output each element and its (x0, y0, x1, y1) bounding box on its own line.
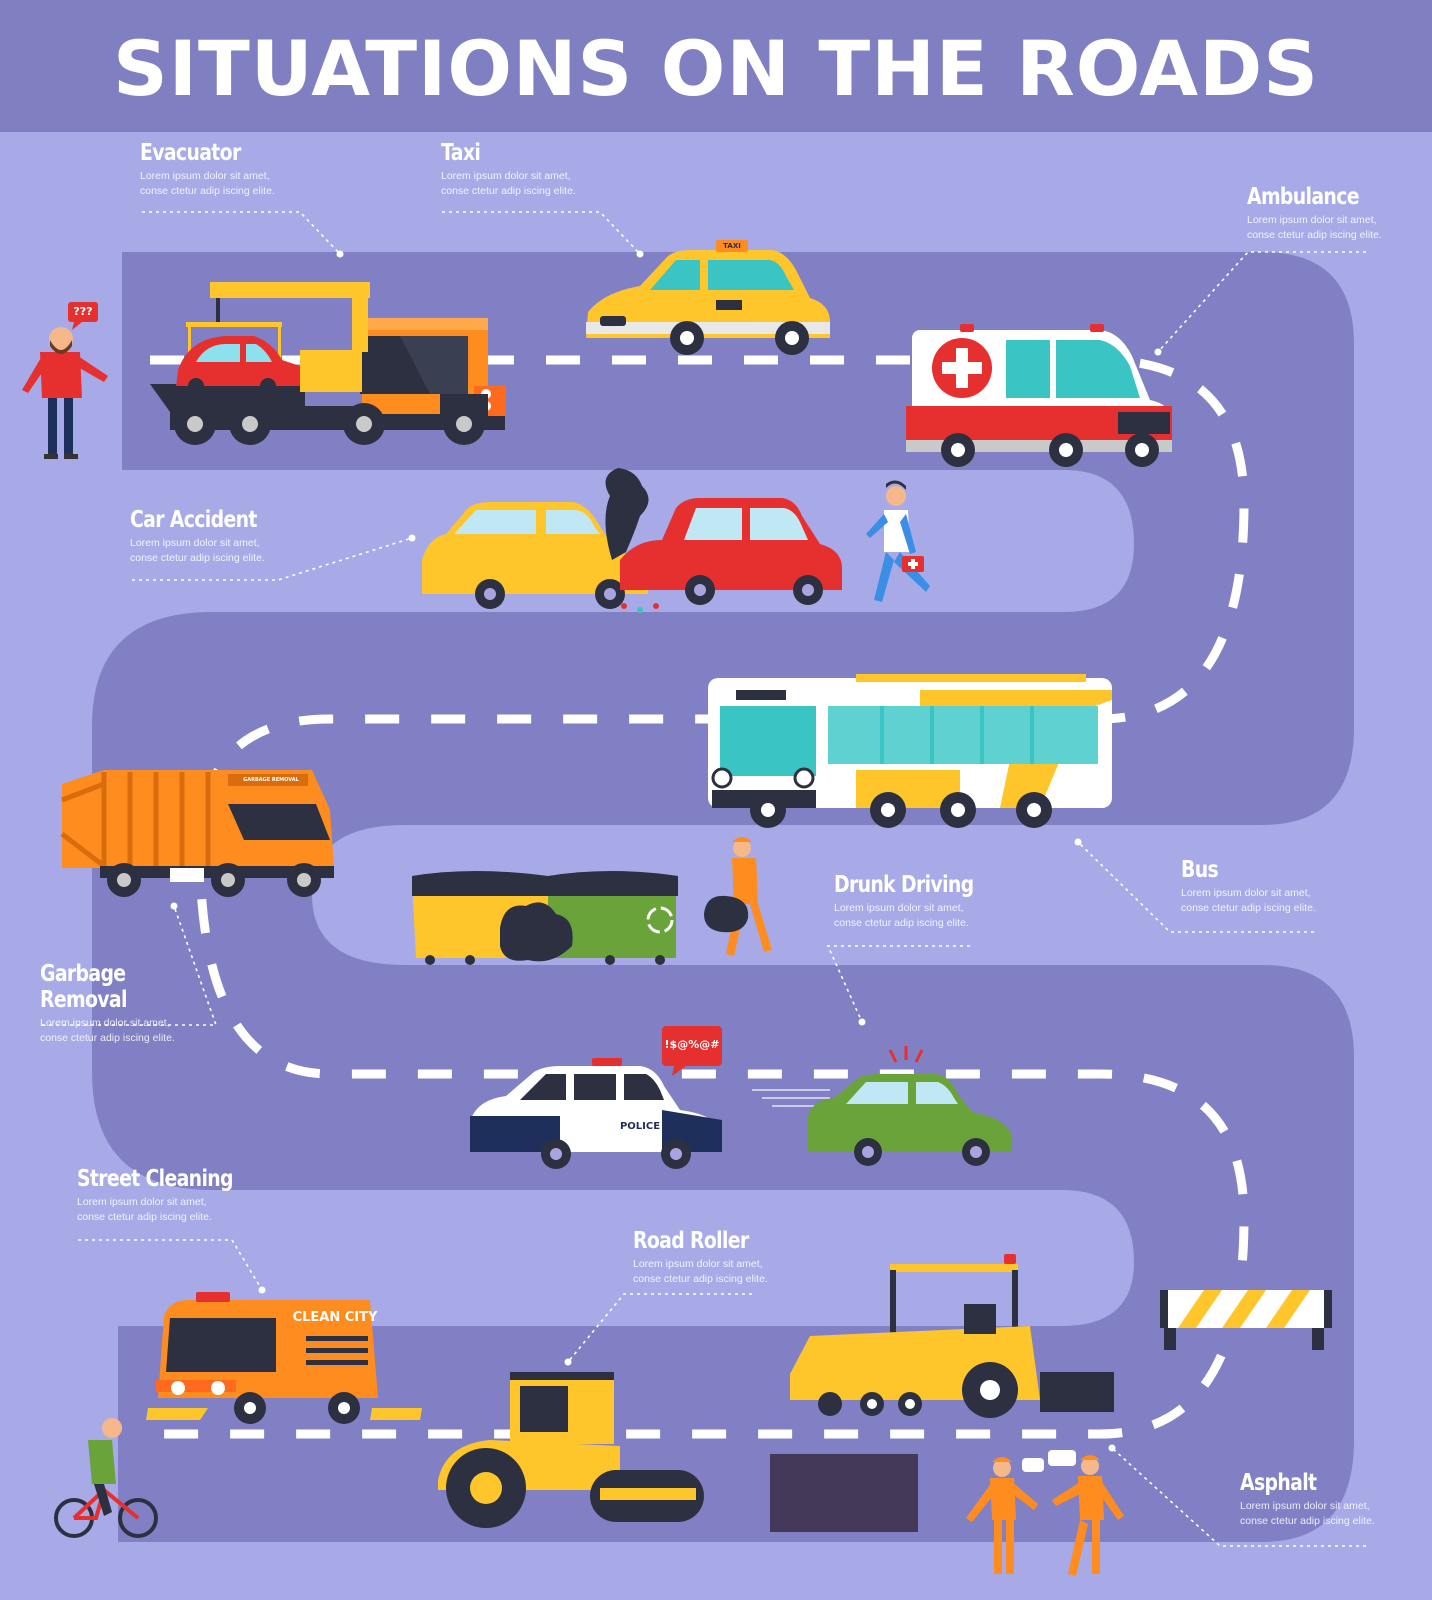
label-heading-line-2: Removal (40, 987, 127, 1013)
leader-lines (42, 211, 1366, 1547)
label-heading: Asphalt (1240, 1470, 1317, 1496)
label-road-roller: Road Roller Lorem ipsum dolor sit amet, … (633, 1228, 863, 1287)
label-description: Lorem ipsum dolor sit amet, conse ctetur… (1240, 1500, 1375, 1527)
label-heading: Car Accident (130, 507, 257, 533)
label-street-cleaning: Street Cleaning Lorem ipsum dolor sit am… (77, 1166, 307, 1225)
label-description: Lorem ipsum dolor sit amet, conse ctetur… (140, 170, 275, 197)
label-bus: Bus Lorem ipsum dolor sit amet, conse ct… (1181, 857, 1411, 916)
evacuator-truck (150, 282, 506, 445)
label-heading: Ambulance (1247, 184, 1360, 210)
label-description: Lorem ipsum dolor sit amet, conse ctetur… (633, 1258, 768, 1285)
clean-city-label: CLEAN CITY (292, 1310, 378, 1325)
road-workers (966, 1450, 1124, 1576)
medic-running (866, 480, 930, 602)
label-car-accident: Car Accident Lorem ipsum dolor sit amet,… (130, 507, 360, 566)
question-bubble-text: ??? (73, 305, 93, 318)
garbage-worker (704, 837, 772, 956)
recycle-icon (646, 906, 674, 934)
label-description: Lorem ipsum dolor sit amet, conse ctetur… (40, 1017, 175, 1044)
garbage-truck-sign: GARBAGE REMOVAL (243, 777, 299, 783)
road-roller (438, 1372, 704, 1528)
page-title: SITUATIONS ON THE ROADS (113, 24, 1319, 113)
police-car (470, 1058, 722, 1169)
label-heading: Bus (1181, 857, 1219, 883)
drunk-green-car (752, 1046, 1012, 1166)
red-cross-icon (932, 338, 992, 398)
label-heading: Drunk Driving (834, 872, 974, 898)
label-heading: Road Roller (633, 1228, 749, 1254)
label-heading: Taxi (441, 140, 481, 166)
asphalt-patch (770, 1454, 918, 1532)
garbage-containers (412, 871, 678, 965)
garbage-truck (60, 770, 334, 897)
label-heading: Evacuator (140, 140, 241, 166)
label-garbage-removal: Garbage Removal Lorem ipsum dolor sit am… (40, 961, 270, 1046)
taxi-sign: TAXI (723, 242, 741, 250)
speech-bubble-icon (662, 1026, 722, 1076)
label-ambulance: Ambulance Lorem ipsum dolor sit amet, co… (1247, 184, 1432, 243)
label-description: Lorem ipsum dolor sit amet, conse ctetur… (1247, 214, 1382, 241)
asphalt-paver (790, 1254, 1114, 1418)
taxi-car (586, 240, 830, 355)
label-drunk-driving: Drunk Driving Lorem ipsum dolor sit amet… (834, 872, 1064, 931)
title-banner (0, 0, 1432, 132)
label-heading: Street Cleaning (77, 1166, 234, 1192)
swear-bubble-text: !$@%@# (664, 1038, 720, 1051)
speech-bubble-icon (68, 302, 98, 330)
ambulance (906, 324, 1172, 467)
police-label: POLICE (619, 1121, 661, 1132)
label-description: Lorem ipsum dolor sit amet, conse ctetur… (441, 170, 576, 197)
label-description: Lorem ipsum dolor sit amet, conse ctetur… (77, 1196, 212, 1223)
label-taxi: Taxi Lorem ipsum dolor sit amet, conse c… (441, 140, 671, 199)
label-heading: Garbage (40, 961, 126, 987)
label-evacuator: Evacuator Lorem ipsum dolor sit amet, co… (140, 140, 370, 199)
road-barrier (1160, 1290, 1332, 1350)
label-description: Lorem ipsum dolor sit amet, conse ctetur… (1181, 887, 1316, 914)
first-aid-kit-icon (902, 556, 924, 572)
bystander-man (22, 327, 108, 459)
city-bus (708, 674, 1112, 828)
street-sweeper (146, 1292, 422, 1424)
label-description: Lorem ipsum dolor sit amet, conse ctetur… (130, 537, 265, 564)
label-asphalt: Asphalt Lorem ipsum dolor sit amet, cons… (1240, 1470, 1432, 1529)
car-accident (422, 468, 842, 613)
label-description: Lorem ipsum dolor sit amet, conse ctetur… (834, 902, 969, 929)
cyclist (54, 1418, 158, 1538)
